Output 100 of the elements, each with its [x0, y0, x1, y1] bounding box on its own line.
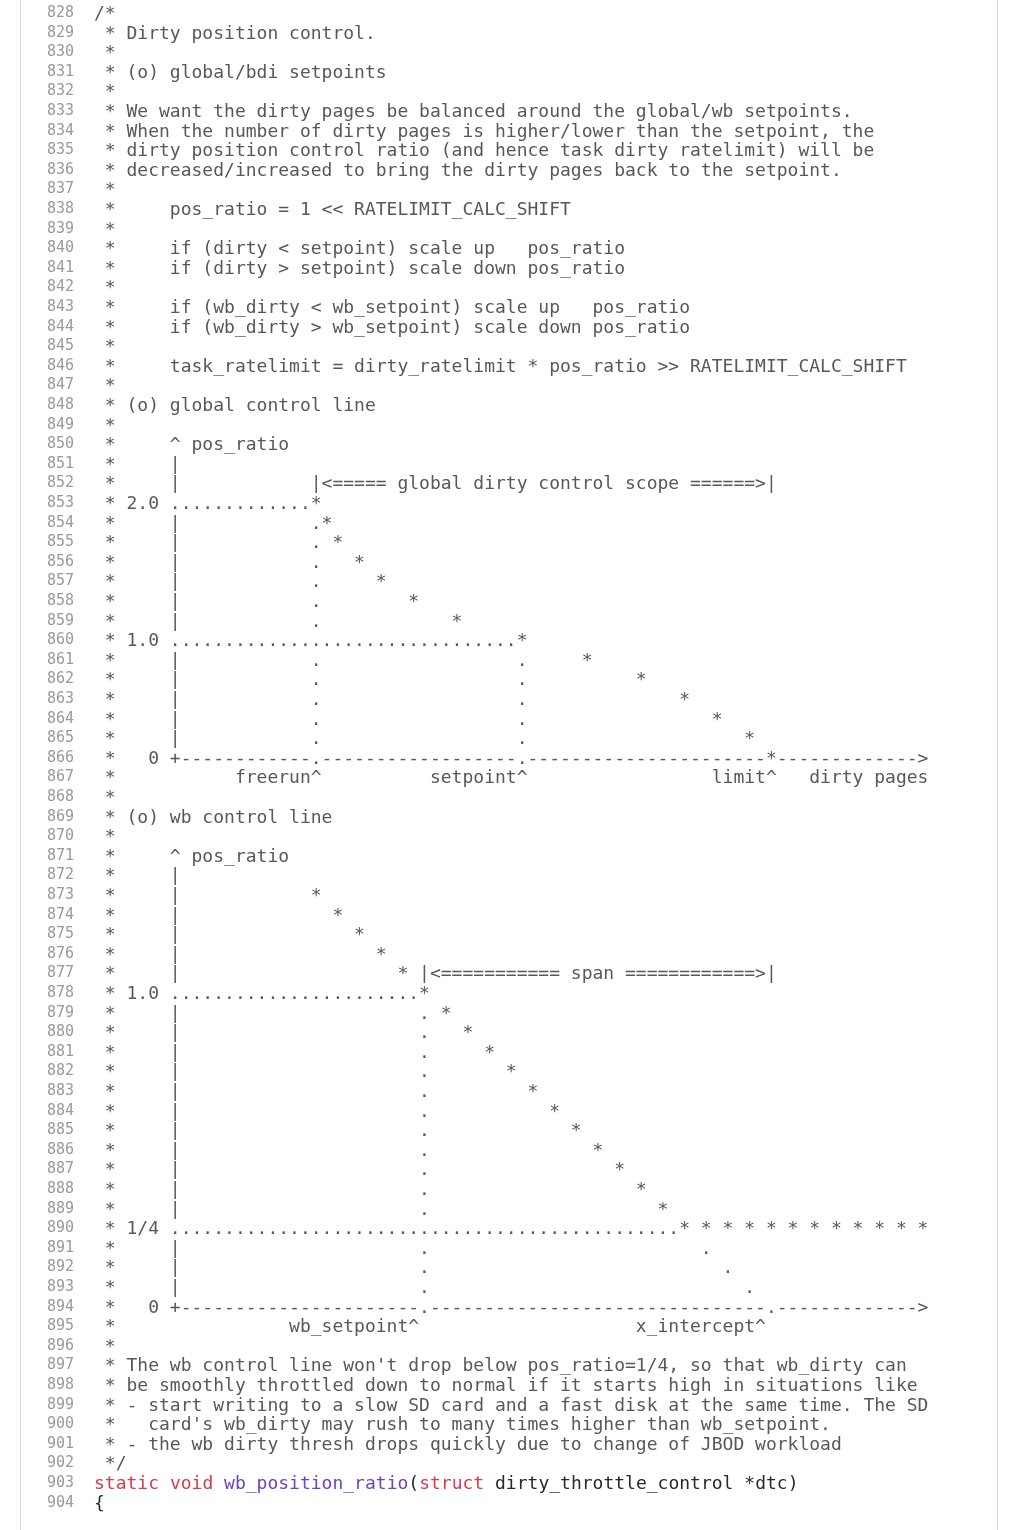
line-number: 901 [45, 1433, 74, 1454]
comment-line: * | . . * [103, 669, 647, 689]
comment-line: * | . . * [103, 649, 593, 670]
comment-line: * | . * [103, 571, 387, 591]
comment-line: * | . . * [103, 728, 756, 748]
comment-line: * if (dirty < setpoint) scale up pos_ratio [103, 238, 625, 258]
line-number: 836 [45, 159, 74, 180]
comment-line: * wb_setpoint^ x_intercept^ [103, 1316, 766, 1336]
comment-line: * if (wb_dirty > wb_setpoint) scale down pos_ratio [103, 316, 691, 337]
comment-line: * card's wb_dirty may rush to many times higher than wb_setpoint. [103, 1414, 831, 1434]
line-number: 868 [45, 787, 74, 807]
line-number: 853 [45, 493, 74, 513]
line-number: 889 [45, 1198, 74, 1219]
line-number: 891 [45, 1237, 74, 1258]
comment-line: * decreased/increased to bring the dirty pages back to the setpoint. [103, 159, 842, 180]
line-number: 892 [45, 1257, 74, 1277]
line-number: 830 [45, 42, 74, 62]
line-number: 852 [45, 473, 74, 493]
comment-line: * | . * [103, 1179, 647, 1199]
comment-line: * | . * [103, 1022, 474, 1042]
comment-line: * [103, 179, 116, 199]
line-number: 869 [45, 806, 74, 827]
line-number: 864 [45, 708, 74, 729]
comment-line: * | * [103, 924, 365, 944]
comment-line: * 1.0 ................................* [103, 630, 528, 650]
line-number: 886 [45, 1139, 74, 1160]
comment-line: * [103, 42, 116, 62]
line-number: 842 [45, 277, 74, 297]
line-number: 881 [45, 1041, 74, 1062]
comment-line: * | . * [103, 1198, 669, 1219]
comment-line: * | . * [103, 1100, 560, 1121]
line-number: 840 [45, 238, 74, 258]
comment-line: * | .* [103, 512, 333, 533]
comment-line: * | . * [103, 610, 463, 631]
line-number: 828 [45, 3, 74, 23]
comment-line: * | . * [103, 1041, 495, 1062]
line-number: 854 [45, 512, 74, 533]
comment-line: * [103, 81, 116, 101]
line-number: 872 [45, 865, 74, 885]
line-number: 902 [45, 1453, 74, 1473]
comment-line: * | * |<=========== span ============>| [103, 963, 777, 983]
comment-line: * if (wb_dirty < wb_setpoint) scale up pos_ratio [103, 297, 691, 317]
code-line: { [94, 1492, 105, 1513]
line-number: 861 [45, 649, 74, 670]
comment-line: * (o) wb control line [103, 806, 333, 827]
comment-line: * | * [103, 904, 344, 925]
line-number: 847 [45, 375, 74, 395]
line-number: 883 [45, 1081, 74, 1101]
comment-line: * | . . * [103, 708, 723, 729]
comment-line: * [103, 787, 116, 807]
line-number: 858 [45, 591, 74, 611]
line-number: 835 [45, 140, 74, 160]
comment-line: * dirty position control ratio (and hence task dirty ratelimit) will be [103, 140, 875, 160]
line-number: 875 [45, 924, 74, 944]
line-number: 865 [45, 728, 74, 748]
comment-line: * - start writing to a slow SD card and a fast disk at the same time. The SD [103, 1394, 929, 1415]
line-number: 856 [45, 551, 74, 572]
line-number: 867 [45, 767, 74, 787]
line-number: 870 [45, 826, 74, 846]
comment-line: * [103, 375, 116, 395]
line-number: 900 [45, 1414, 74, 1434]
comment-line: * We want the dirty pages be balanced around the global/wb setpoints. [103, 101, 853, 121]
line-number: 878 [45, 983, 74, 1003]
comment-line: * | . * [103, 591, 420, 611]
line-number: 871 [45, 845, 74, 866]
comment-line: * | . * [103, 1061, 517, 1081]
comment-line: * [103, 218, 116, 239]
comment-line: * [103, 414, 116, 435]
line-number: 903 [45, 1473, 74, 1493]
comment-line: * | . * [103, 551, 365, 572]
line-number: 887 [45, 1159, 74, 1179]
line-number: 846 [45, 355, 74, 376]
line-number: 844 [45, 316, 74, 337]
line-number: 850 [45, 434, 74, 454]
comment-line: * | . . [103, 1237, 712, 1258]
line-number: 857 [45, 571, 74, 591]
line-number: 879 [45, 1002, 74, 1023]
line-number: 899 [45, 1394, 74, 1415]
comment-line: * | . * [103, 1139, 604, 1160]
line-number: 894 [45, 1296, 74, 1317]
comment-line: * When the number of dirty pages is higher/lower than the setpoint, the [103, 120, 875, 141]
comment-line: * 0 +------------.------------------.----------------------*-------------> [103, 747, 929, 768]
comment-line: * (o) global control line [103, 395, 376, 415]
line-number: 888 [45, 1179, 74, 1199]
comment-line: * | * [103, 885, 322, 905]
comment-line: * | . * [103, 1159, 625, 1179]
line-number: 862 [45, 669, 74, 689]
comment-line: * 1.0 .......................* [103, 983, 430, 1003]
line-number: 829 [45, 22, 74, 43]
comment-line: * ^ pos_ratio [103, 434, 290, 454]
comment-line: * task_ratelimit = dirty_ratelimit * pos_ratio >> RATELIMIT_CALC_SHIFT [103, 355, 907, 376]
comment-line: * | . . [103, 1277, 756, 1297]
comment-line: * if (dirty > setpoint) scale down pos_ratio [103, 257, 625, 278]
line-number: 863 [45, 689, 74, 709]
comment-line: * | . * [103, 1081, 539, 1101]
line-number: 845 [45, 336, 74, 356]
line-number: 876 [45, 943, 74, 964]
code-line: static void wb_position_ratio(struct dirty_throttle_control *dtc) [94, 1473, 799, 1493]
comment-line: */ [103, 1453, 127, 1473]
line-number: 831 [45, 61, 74, 82]
